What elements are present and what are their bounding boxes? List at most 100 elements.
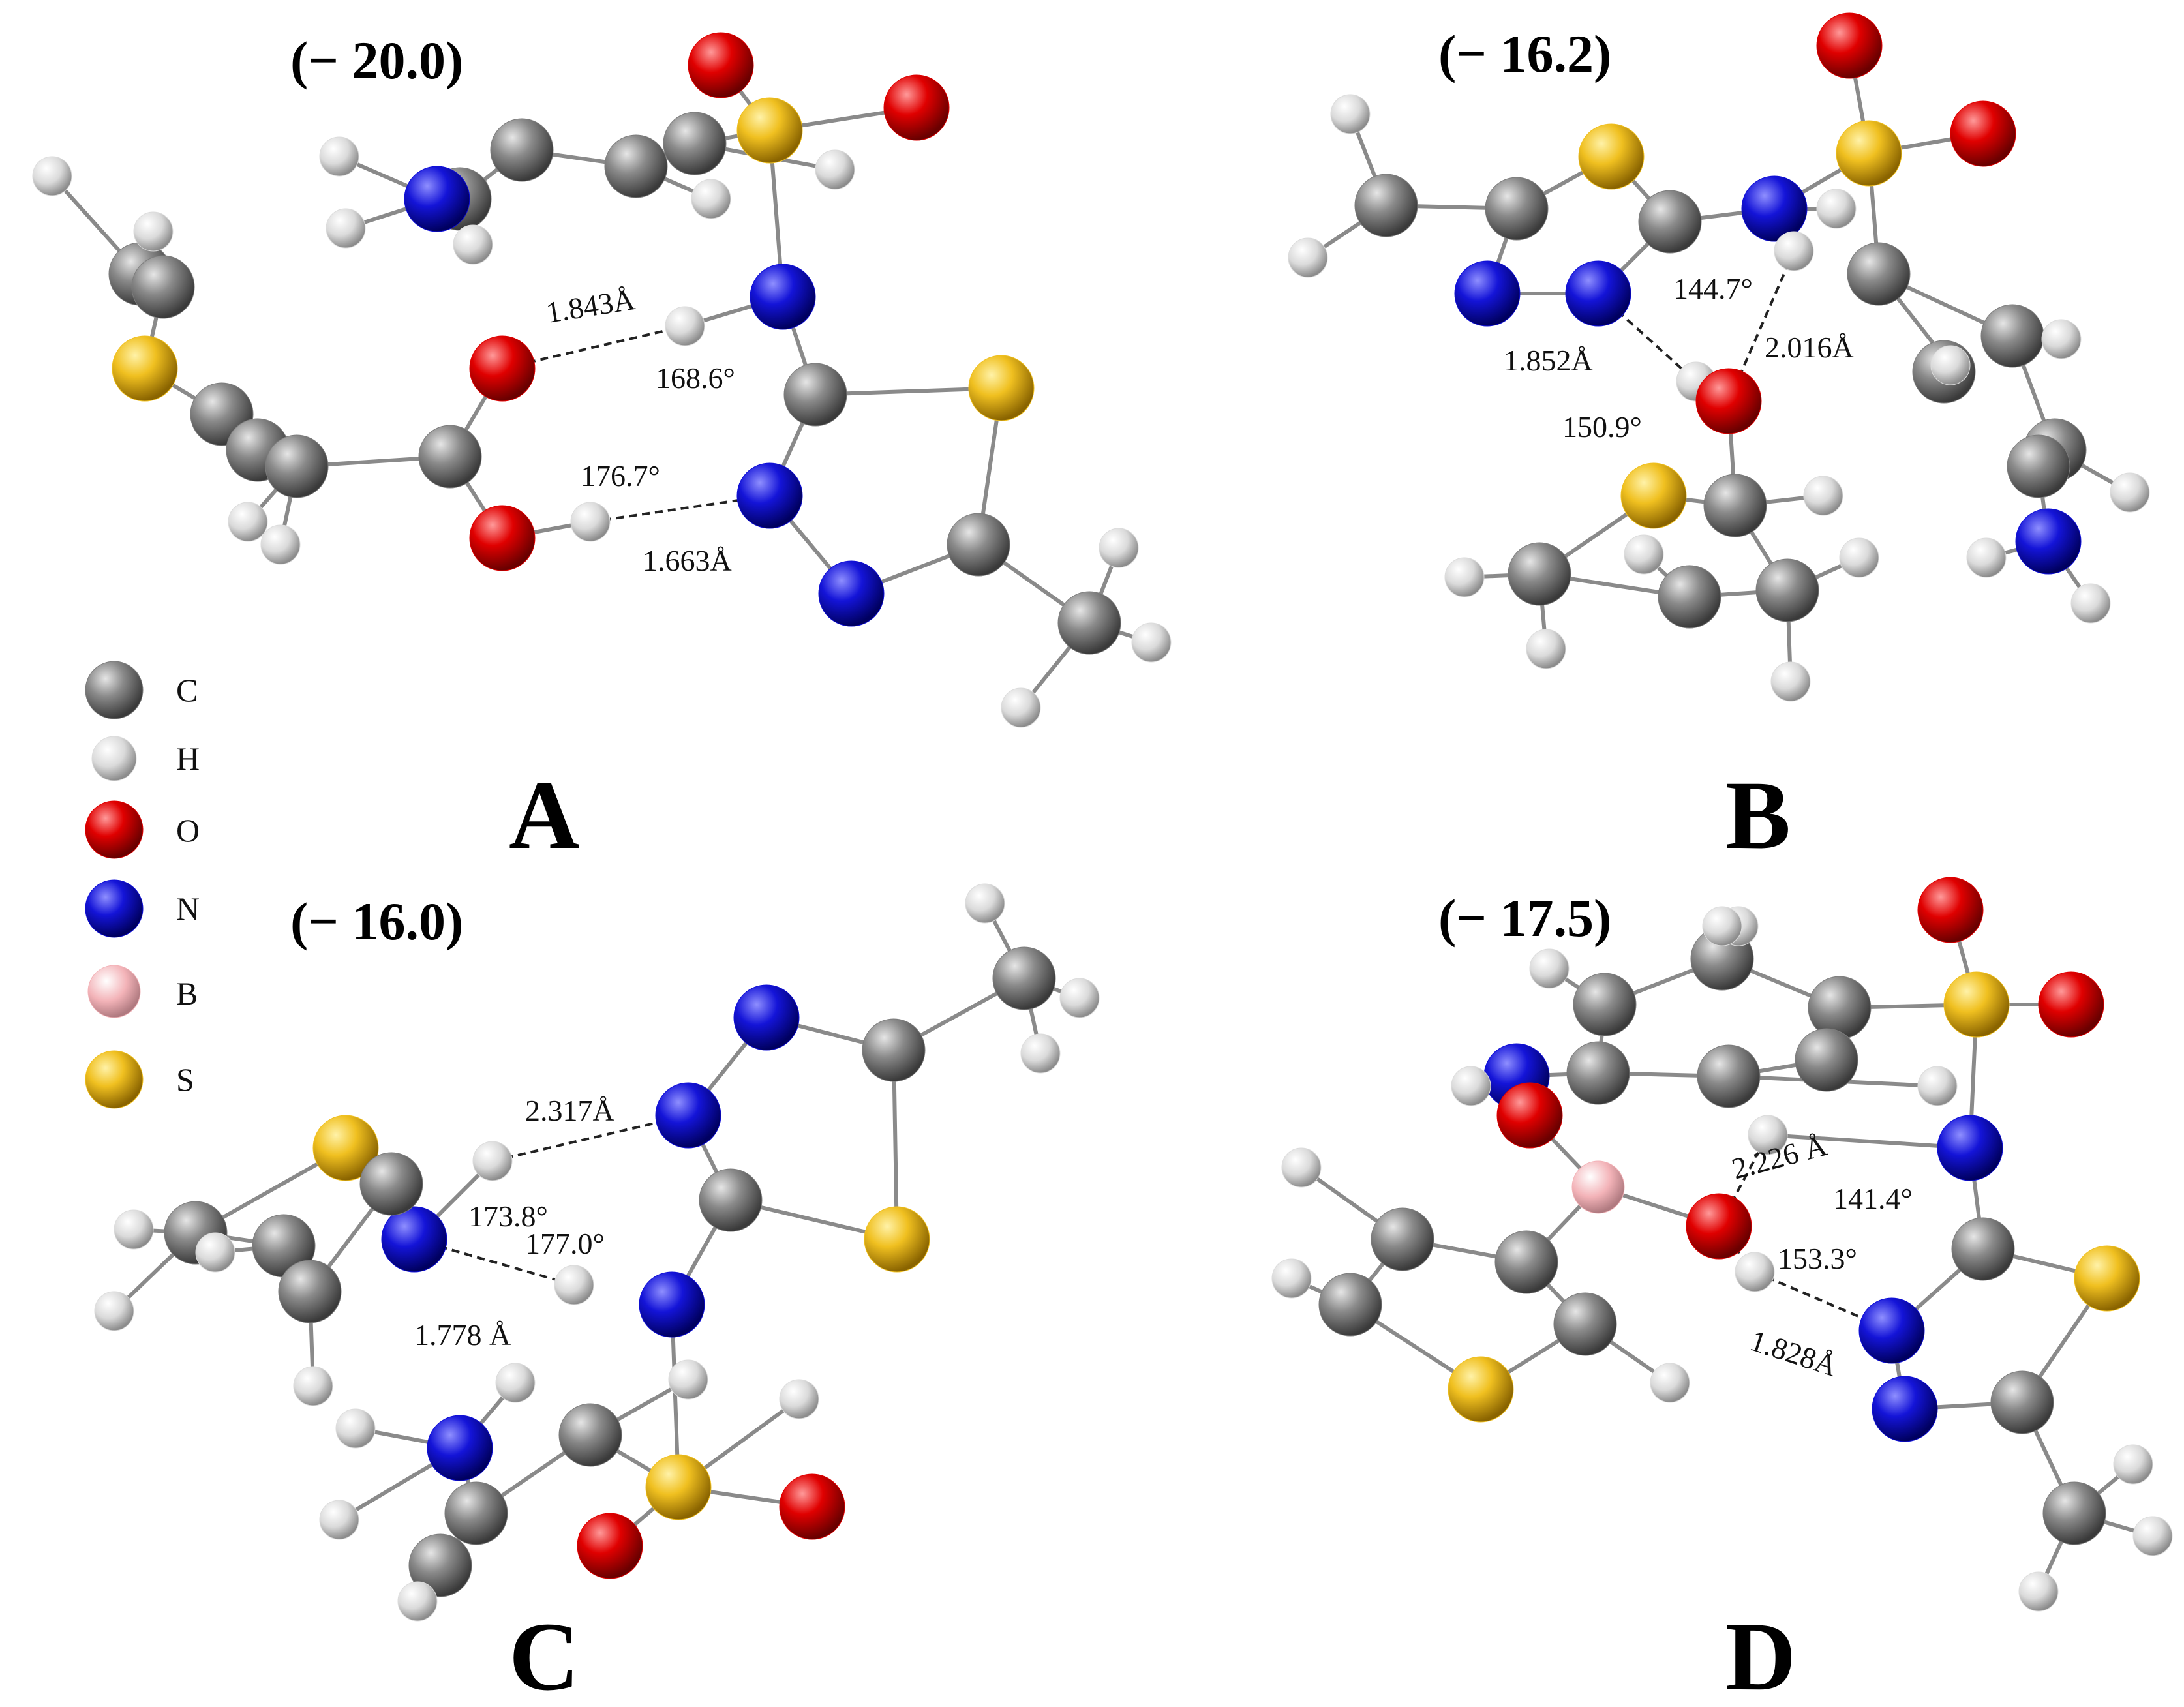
panel-c-hydrogen-atom-28	[335, 1408, 376, 1449]
panel-c-sulfur-atom-22	[645, 1454, 712, 1520]
panel-c-oxygen-atom-24	[779, 1473, 845, 1540]
panel-d-sulfur-atom-20	[1448, 1356, 1514, 1423]
panel-d-oxygen-atom-14	[1496, 1082, 1563, 1149]
panel-d-hydrogen-atom-23	[1281, 1147, 1322, 1188]
panel-b-nitrogen-atom-8	[1741, 175, 1808, 242]
panel-d-carbon-atom-9	[1697, 1044, 1761, 1108]
panel-a-bond-length-2: 1.663Å	[643, 544, 732, 577]
panel-d-sulfur-atom-2	[1943, 971, 2010, 1038]
panel-d-bond-length-2: 1.828Å	[1746, 1323, 1842, 1383]
panel-b-hydrogen-atom-2	[1288, 237, 1328, 278]
panel-c-sulfur-atom-8	[864, 1206, 930, 1273]
panel-d-hydrogen-atom-26	[1735, 1252, 1775, 1292]
panel-a-hydrogen-atom-0	[32, 156, 72, 196]
panel-b-carbon-atom-27	[1703, 474, 1767, 537]
panel-a-oxygen-atom-35	[883, 74, 950, 141]
panel-a-carbon-atom-27	[604, 134, 668, 198]
panel-d-hydrogen-atom-10	[1917, 1066, 1958, 1106]
panel-a-carbon-atom-20	[947, 513, 1010, 577]
panel-a: (− 20.0) 1.843Å 168.6° 176.7° 1.663Å A	[32, 31, 1172, 869]
panel-c-hydrogen-atom-18	[114, 1209, 154, 1250]
panel-c-hydrogen-atom-2	[1059, 978, 1100, 1018]
panel-b-angle-2: 150.9°	[1562, 410, 1642, 444]
panel-b-hydrogen-atom-19	[1930, 345, 1971, 385]
panel-c-hydrogen-atom-12	[472, 1141, 513, 1181]
panel-b-hydrogen-atom-32	[1444, 557, 1485, 597]
panel-a-hydrogen-atom-9	[228, 502, 268, 542]
panel-c-hydrogen-atom-32	[779, 1379, 819, 1419]
panel-a-carbon-atom-28	[663, 112, 727, 175]
panel-d-bond-26	[1766, 1133, 1972, 1150]
panel-a-oxygen-atom-12	[469, 505, 536, 571]
panel-d-carbon-atom-17	[1494, 1230, 1558, 1294]
panel-a-carbon-atom-2	[131, 255, 195, 319]
panel-b-hydrogen-atom-20	[2110, 472, 2150, 513]
panel-a-nitrogen-atom-15	[750, 264, 816, 330]
panel-a-angle-1: 168.6°	[656, 361, 735, 395]
panel-b-hydrogen-bond-0	[1597, 292, 1697, 383]
panel-a-hydrogen-atom-36	[815, 149, 855, 190]
panel-a-bond-length-1: 1.843Å	[544, 282, 637, 329]
panel-d-letter: D	[1725, 1603, 1796, 1707]
panel-b-letter: B	[1725, 761, 1791, 869]
panel-a-hydrogen-atom-37	[691, 179, 731, 219]
panel-c-hydrogen-bond-0	[492, 1114, 689, 1162]
panel-d-hydrogen-atom-24	[1650, 1363, 1690, 1403]
panel-c-nitrogen-atom-6	[655, 1082, 721, 1149]
panel-b-nitrogen-atom-6	[1565, 260, 1631, 327]
legend-label-o: O	[176, 812, 200, 849]
panel-b-hydrogen-atom-16	[2041, 319, 2082, 359]
panel-c-hydrogen-atom-30	[495, 1363, 536, 1403]
legend-swatch-n	[85, 879, 144, 938]
panel-c-carbon-atom-26	[558, 1403, 622, 1467]
panel-d-carbon-atom-11	[1795, 1028, 1858, 1092]
panel-a-oxygen-atom-34	[688, 32, 754, 98]
panel-d-hydrogen-atom-22	[1271, 1258, 1312, 1299]
legend-item-o: O	[85, 800, 200, 859]
panel-c-carbon-atom-1	[992, 946, 1056, 1010]
panel-c-hydrogen-atom-19	[94, 1291, 134, 1331]
legend-item-n: N	[85, 879, 200, 938]
panel-a-hydrogen-atom-30	[319, 136, 359, 177]
panel-a-carbon-atom-21	[1057, 591, 1121, 655]
panel-d-carbon-atom-32	[1990, 1370, 2054, 1434]
panel-a-energy: (− 20.0)	[290, 31, 463, 90]
panel-c-nitrogen-atom-27	[427, 1415, 493, 1481]
panel-a-carbon-atom-10	[418, 425, 482, 489]
panel-d-hydrogen-atom-35	[2132, 1516, 2173, 1556]
legend-label-h: H	[176, 740, 200, 777]
panel-d: (− 17.5) 2.226 Å 141.4° 153.3° 1.828Å D	[1271, 877, 2173, 1707]
panel-c-oxygen-atom-23	[577, 1513, 643, 1579]
panel-a-hydrogen-atom-8	[260, 524, 301, 565]
panel-b-hydrogen-atom-34	[1624, 534, 1664, 575]
panel-d-hydrogen-atom-25	[1748, 1115, 1788, 1155]
panel-b-carbon-atom-29	[1508, 542, 1571, 606]
panel-d-energy: (− 17.5)	[1438, 888, 1611, 948]
panel-b-hydrogen-atom-35	[1803, 476, 1843, 516]
panel-c-hydrogen-atom-29	[319, 1500, 359, 1540]
legend-swatch-h	[91, 736, 137, 781]
panel-b-hydrogen-atom-33	[1526, 629, 1566, 669]
panel-c-hydrogen-atom-0	[965, 883, 1005, 924]
panel-b-carbon-atom-1	[1354, 174, 1418, 237]
legend-label-s: S	[176, 1061, 194, 1098]
panel-b-sulfur-atom-9	[1836, 120, 1902, 187]
panel-d-carbon-atom-8	[1566, 1041, 1630, 1105]
panel-a-nitrogen-atom-29	[404, 166, 470, 232]
panel-c-angle-2: 177.0°	[525, 1227, 605, 1260]
panel-b-nitrogen-atom-5	[1454, 260, 1521, 327]
panel-c-hydrogen-atom-3	[1020, 1033, 1061, 1074]
panel-c-bond-length-1: 2.317Å	[525, 1094, 614, 1127]
panel-d-carbon-atom-6	[1573, 973, 1637, 1036]
panel-b-hydrogen-atom-0	[1330, 94, 1371, 134]
panel-d-carbon-atom-33	[2042, 1481, 2106, 1545]
panel-a-hydrogen-atom-31	[326, 208, 366, 249]
panel-b-carbon-atom-18	[2007, 434, 2070, 498]
panel-c-carbon-atom-4	[862, 1018, 926, 1082]
legend-item-c: C	[85, 661, 198, 719]
panel-c-hydrogen-atom-21	[195, 1232, 235, 1273]
panel-b-oxygen-atom-11	[1950, 100, 2016, 167]
panel-b-carbon-atom-30	[1658, 565, 1721, 629]
legend-item-b: B	[87, 965, 198, 1018]
panel-a-hydrogen-atom-13	[570, 502, 611, 542]
